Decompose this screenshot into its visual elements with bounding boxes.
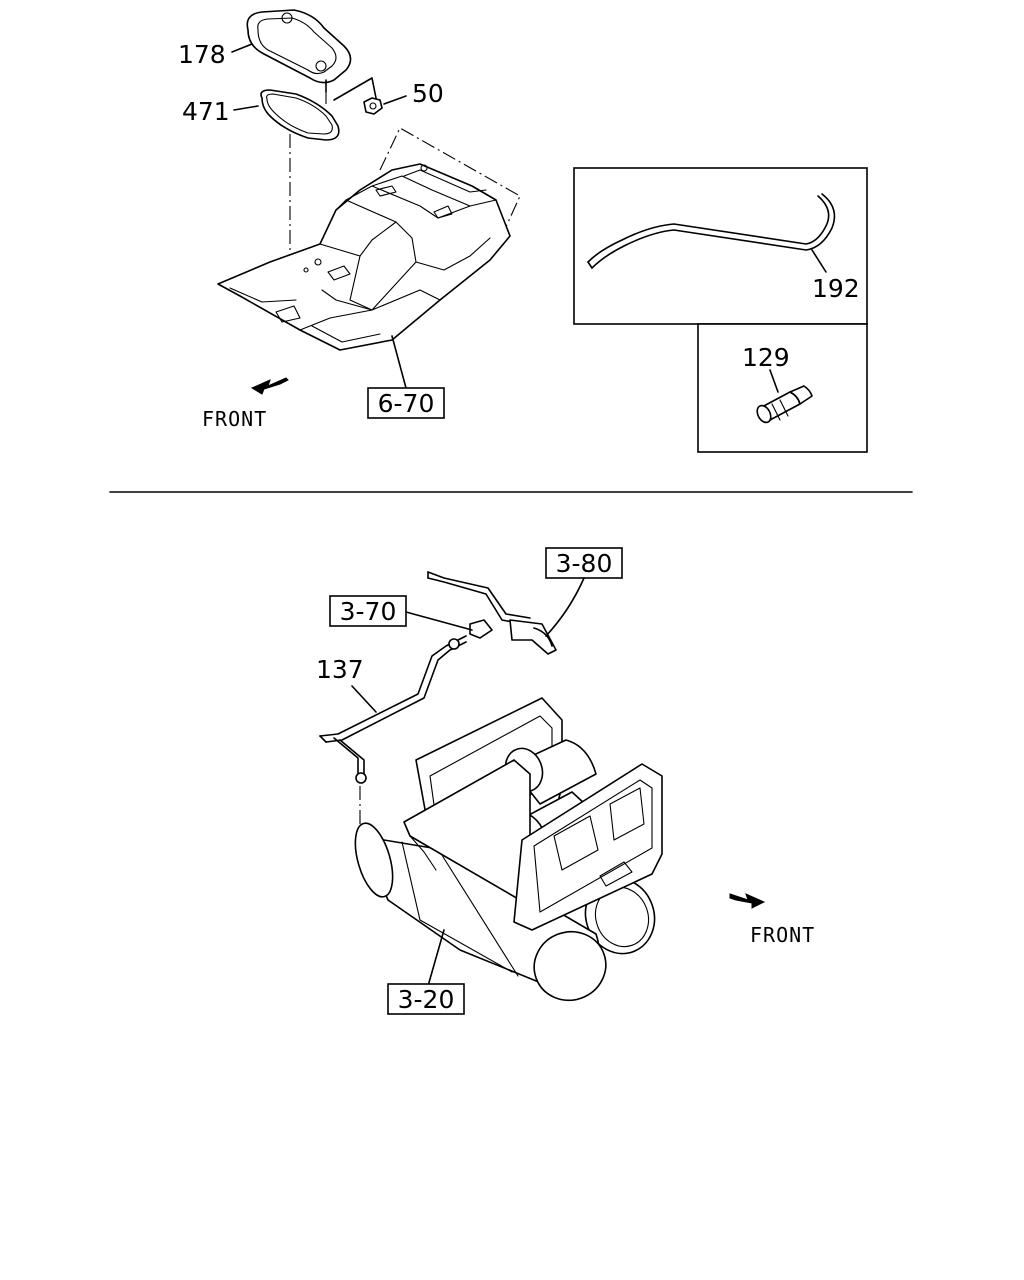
inset-box-129	[697, 323, 868, 453]
floor-tunnel-part	[217, 127, 521, 351]
leader-192	[811, 249, 827, 273]
ref-box-3-70	[329, 595, 407, 627]
ref-box-3-20	[387, 983, 465, 1015]
tank-assembly-part	[354, 697, 663, 1002]
leader-471	[233, 105, 259, 111]
leader-129	[769, 369, 779, 393]
ref-3-70: 3-70	[340, 597, 397, 626]
ref-box-3-80	[545, 547, 623, 579]
callout-129: 129	[742, 343, 790, 372]
leader-50	[383, 95, 407, 105]
gasket-part	[260, 89, 340, 141]
leader-6-70	[391, 335, 407, 389]
callout-178: 178	[178, 40, 226, 69]
ref-6-70: 6-70	[378, 389, 435, 418]
connector-129-part	[756, 385, 813, 424]
callout-192: 192	[812, 274, 860, 303]
callout-50: 50	[412, 79, 444, 108]
front-label-bottom: FRONT	[750, 923, 815, 947]
tube-137-part	[319, 635, 467, 836]
front-arrow-icon-top	[250, 377, 289, 395]
upper-pipe-part	[427, 571, 557, 655]
nut-part	[333, 77, 383, 115]
callout-471: 471	[182, 97, 230, 126]
leader-3-20	[427, 929, 445, 987]
ref-box-6-70	[367, 387, 445, 419]
cover-plate-part	[246, 9, 352, 104]
leader-3-80	[545, 577, 585, 637]
leader-3-70	[405, 611, 473, 631]
front-label-top: FRONT	[202, 407, 267, 431]
pipe-192-part	[587, 193, 836, 269]
front-arrow-icon-bottom	[729, 893, 766, 909]
ref-3-80: 3-80	[556, 549, 613, 578]
ref-3-20: 3-20	[398, 985, 455, 1014]
callout-137: 137	[316, 655, 364, 684]
leader-178	[231, 43, 253, 53]
leader-137	[351, 685, 377, 713]
